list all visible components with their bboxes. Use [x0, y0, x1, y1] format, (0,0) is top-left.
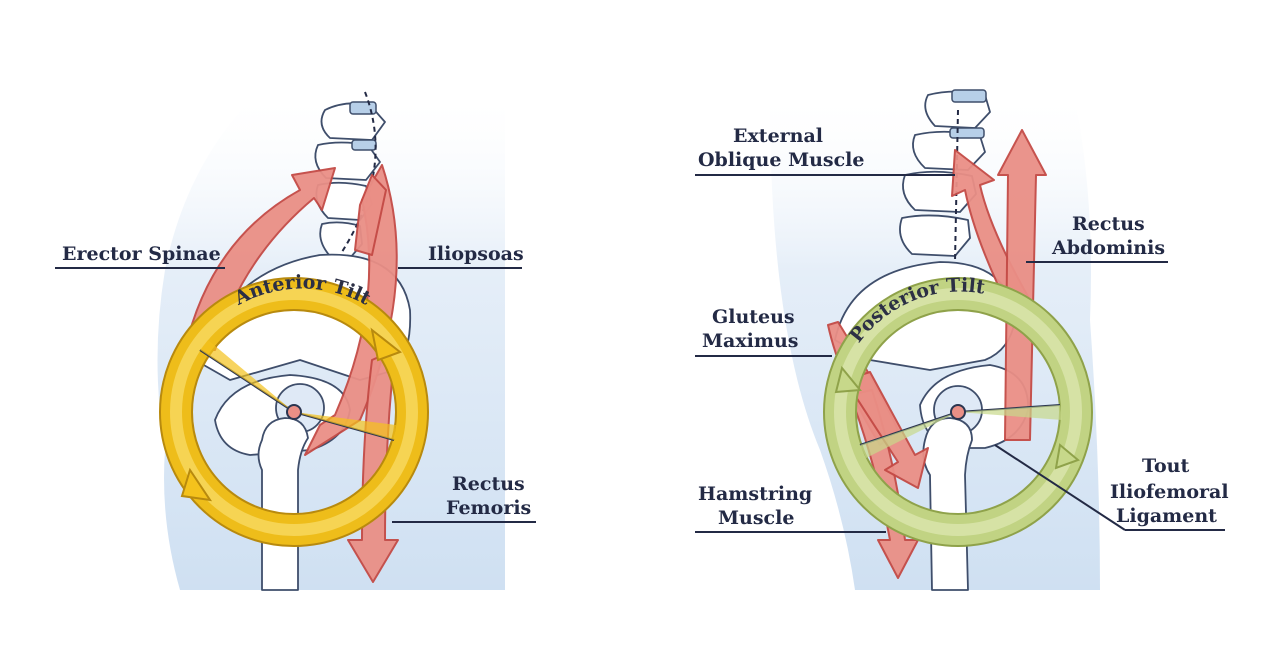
iliofemoral-label-3: Ligament — [1116, 505, 1217, 527]
rectus-abdominis-arrow — [997, 129, 1047, 441]
gluteus-maximus-label-1: Gluteus — [712, 306, 795, 328]
erector-spinae-label: Erector Spinae — [62, 243, 221, 265]
external-oblique-label-1: External — [733, 125, 823, 147]
rectus-femoris-arrow — [347, 349, 399, 583]
iliofemoral-label-2: Iliofemoral — [1110, 481, 1229, 503]
anterior-tilt-ring: Anterior Tilt — [159, 271, 429, 547]
hamstring-label-2: Muscle — [718, 507, 794, 529]
lumbar-spine-right — [899, 89, 991, 263]
rectus-femoris-label-1: Rectus — [452, 473, 525, 495]
iliopsoas-label: Iliopsoas — [428, 243, 524, 265]
iliofemoral-label-1: Tout — [1142, 455, 1189, 477]
rectus-abdominis-label-1: Rectus — [1072, 213, 1145, 235]
iliofemoral-leader-diagonal — [994, 444, 1126, 531]
external-oblique-label-2: Oblique Muscle — [698, 149, 865, 171]
rectus-femoris-label-2: Femoris — [446, 497, 531, 519]
posterior-tilt-ring: Posterior Tilt — [823, 274, 1093, 547]
anterior-tilt-panel: Anterior Tilt Erector Spinae Iliopsoas R… — [55, 91, 536, 591]
gluteus-arrow — [844, 371, 929, 489]
gluteus-maximus-label-2: Maximus — [702, 330, 799, 352]
rectus-abdominis-label-2: Abdominis — [1051, 237, 1165, 259]
iliopsoas-origin — [354, 174, 387, 256]
posterior-tilt-panel: Posterior Tilt External Oblique Muscle R… — [695, 89, 1229, 591]
hamstring-label-1: Hamstring — [698, 483, 812, 505]
femur-left — [257, 417, 309, 591]
